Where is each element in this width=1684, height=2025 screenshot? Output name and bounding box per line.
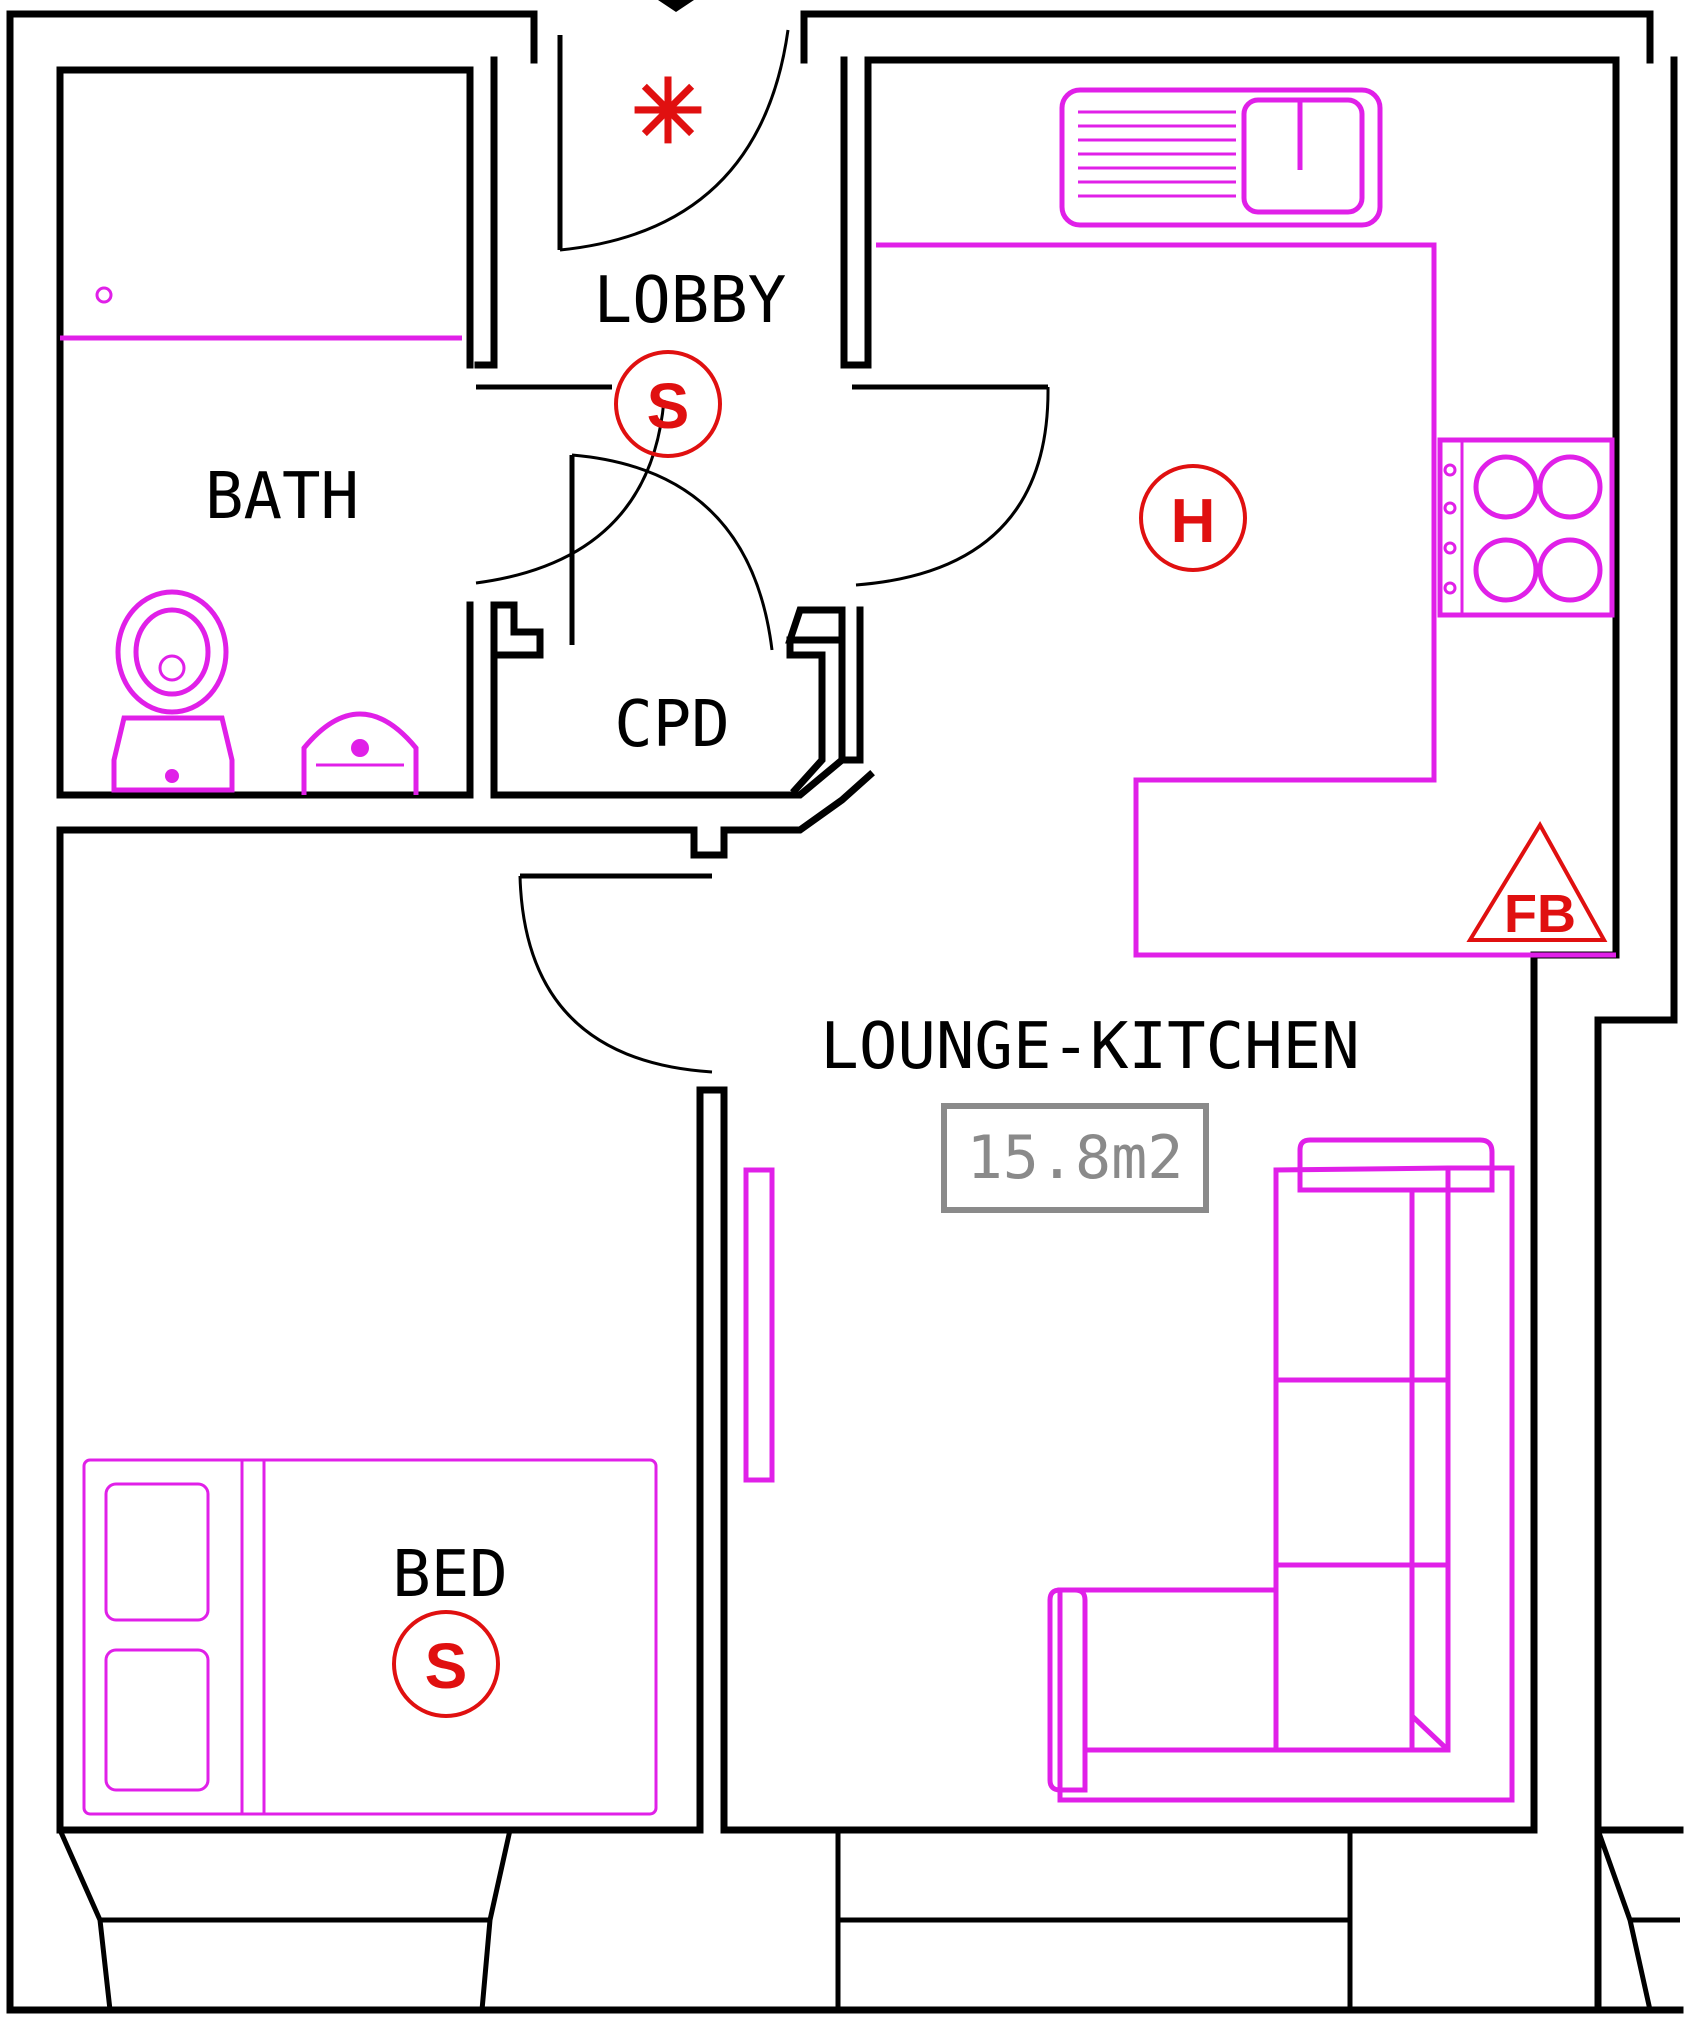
washbasin <box>301 711 419 795</box>
bay-windows <box>57 1828 1680 2011</box>
bathtub <box>60 286 462 341</box>
bath-door <box>475 384 666 585</box>
heat-detector-icon: H <box>1139 464 1247 572</box>
area-box: 15.8m2 <box>941 1103 1209 1213</box>
kitchen-door <box>852 384 1050 587</box>
room-label-cpd: CPD <box>614 688 730 762</box>
hob <box>1437 437 1615 618</box>
room-label-bath: BATH <box>205 460 359 534</box>
area-value: 15.8m2 <box>967 1123 1184 1193</box>
svg-text:S: S <box>425 1630 468 1702</box>
cpd-walls <box>490 601 864 799</box>
bedroom-door <box>518 873 713 1074</box>
bed-smoke-detector-icon: S <box>392 1610 500 1718</box>
cpd-door <box>569 453 774 651</box>
outer-walls <box>6 10 1684 2014</box>
lobby-walls <box>840 56 1620 959</box>
bath-walls <box>56 56 498 799</box>
room-label-lobby: LOBBY <box>594 264 787 338</box>
room-label-bed: BED <box>392 1538 508 1612</box>
kitchen-sink <box>1059 87 1383 228</box>
corner-sofa <box>1047 1137 1515 1803</box>
svg-text:FB: FB <box>1504 884 1576 944</box>
lobby-smoke-detector-icon: S <box>614 350 722 458</box>
entrance-door <box>557 0 790 252</box>
svg-text:✳: ✳ <box>631 62 705 161</box>
svg-text:S: S <box>647 370 690 442</box>
kitchen-worktop <box>876 242 1616 958</box>
fire-blanket-icon: FB <box>1466 821 1608 944</box>
bed <box>82 1458 658 1816</box>
tv-unit <box>743 1167 775 1483</box>
entrance-marker-icon: ✳ <box>631 62 705 161</box>
room-label-lounge-kitchen: LOUNGE-KITCHEN <box>820 1010 1359 1084</box>
bed-lounge-walls <box>56 770 1684 1834</box>
toilet <box>111 589 235 793</box>
svg-text:H: H <box>1171 487 1216 556</box>
